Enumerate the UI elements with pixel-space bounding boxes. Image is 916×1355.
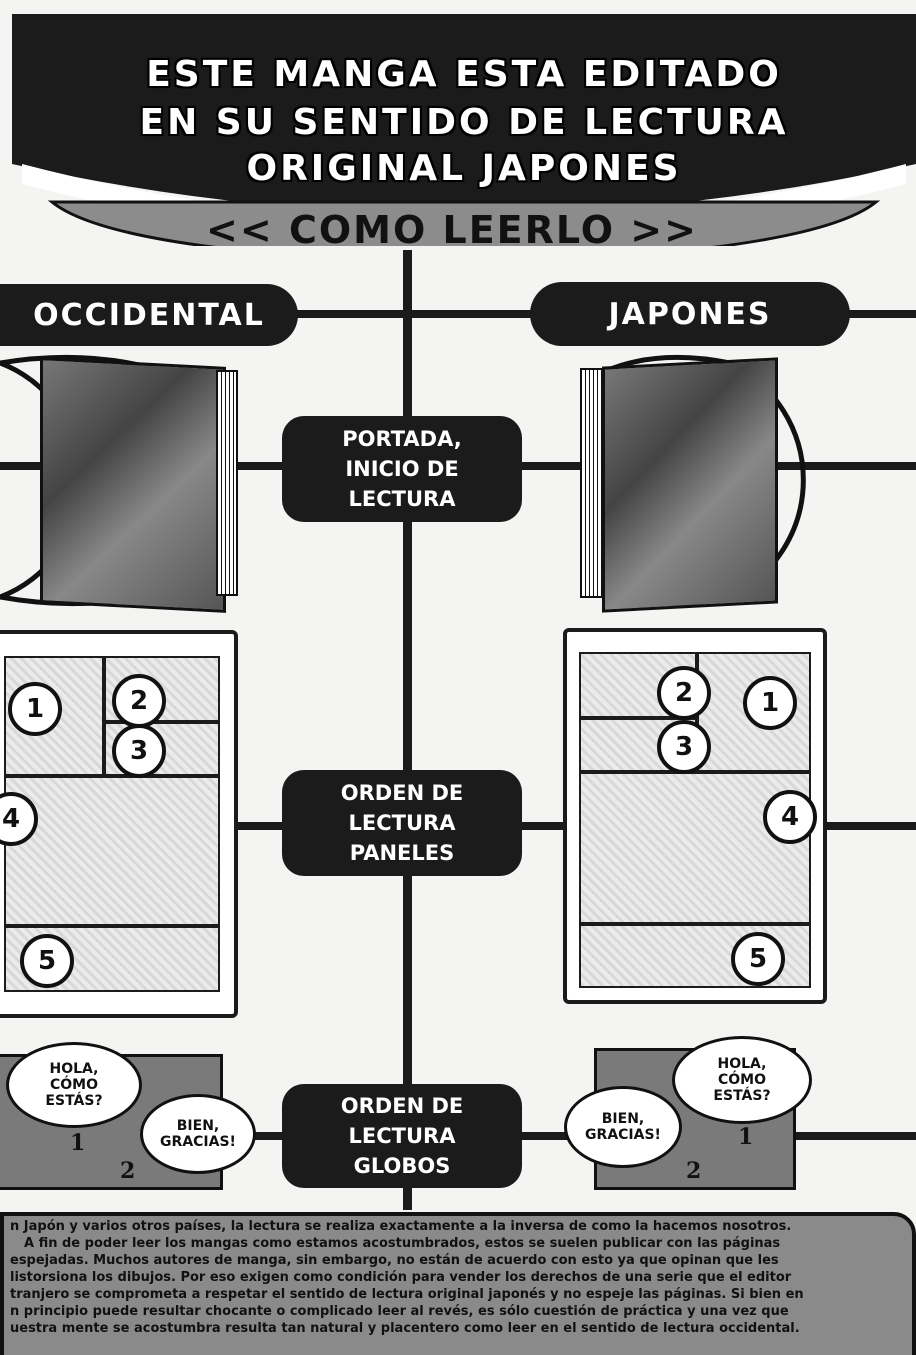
section-cover-label: PORTADA, INICIO DE LECTURA: [282, 416, 522, 522]
right-book-cover-image: [602, 357, 778, 613]
column-header-japones: JAPONES: [530, 282, 850, 346]
right-panel-number-2: 2: [657, 666, 711, 720]
left-panel-4: [4, 776, 220, 926]
right-balloon-second-text: BIEN, GRACIAS!: [585, 1111, 661, 1143]
right-panel-number-4: 4: [763, 790, 817, 844]
right-balloon-order-2: 2: [686, 1158, 702, 1184]
center-vertical-line: [403, 250, 412, 1210]
left-panel-number-5: 5: [20, 934, 74, 988]
footer-box: [0, 1212, 916, 1355]
column-header-line: [0, 310, 916, 318]
right-balloon-first-text: HOLA, CÓMO ESTÁS?: [713, 1056, 771, 1104]
footer-line-6: n principio puede resultar chocante o co…: [10, 1304, 789, 1319]
header-title-line-1: ESTE MANGA ESTA EDITADO: [146, 54, 782, 95]
left-balloon-order-2: 2: [120, 1158, 136, 1184]
section-balloons-text: ORDEN DE LECTURA GLOBOS: [340, 1094, 464, 1178]
section-balloons-label: ORDEN DE LECTURA GLOBOS: [282, 1084, 522, 1188]
left-balloon-first-text: HOLA, CÓMO ESTÁS?: [45, 1061, 103, 1109]
header-title-line-3: ORIGINAL JAPONES: [246, 148, 682, 189]
right-balloon-first: HOLA, CÓMO ESTÁS?: [672, 1036, 812, 1124]
left-panel-number-1: 1: [8, 682, 62, 736]
header-title-line-2: EN SU SENTIDO DE LECTURA: [139, 102, 789, 143]
section-panels-label: ORDEN DE LECTURA PANELES: [282, 770, 522, 876]
footer-line-5: tranjero se comprometa a respetar el sen…: [10, 1287, 804, 1302]
footer-line-7: uestra mente se acostumbra resulta tan n…: [10, 1321, 800, 1336]
left-manga-page: 1 2 3 4 5: [0, 630, 238, 1018]
column-header-occidental: OCCIDENTAL: [0, 284, 298, 346]
left-book-pages: [216, 370, 238, 596]
footer-line-3: espejadas. Muchos autores de manga, sin …: [10, 1253, 779, 1268]
header-subtitle: << COMO LEERLO >>: [206, 208, 698, 252]
right-balloon-second: BIEN, GRACIAS!: [564, 1086, 682, 1168]
right-panel-number-1: 1: [743, 676, 797, 730]
header-banner: [12, 14, 916, 246]
footer-line-4: listorsiona los dibujos. Por eso exigen …: [10, 1270, 792, 1285]
footer-line-1: n Japón y varios otros países, la lectur…: [10, 1219, 792, 1234]
left-balloon-first: HOLA, CÓMO ESTÁS?: [6, 1042, 142, 1128]
right-manga-page: 2 3 1 4 5: [563, 628, 827, 1004]
footer-line-2: A fin de poder leer los mangas como esta…: [24, 1236, 781, 1251]
left-balloon-second-text: BIEN, GRACIAS!: [160, 1118, 236, 1150]
right-panel-number-5: 5: [731, 932, 785, 986]
left-panel-number-3: 3: [112, 724, 166, 778]
left-panel-number-2: 2: [112, 674, 166, 728]
left-balloon-second: BIEN, GRACIAS!: [140, 1094, 256, 1174]
right-panel-number-3: 3: [657, 720, 711, 774]
section-panels-text: ORDEN DE LECTURA PANELES: [340, 781, 464, 865]
right-balloon-order-1: 1: [738, 1124, 754, 1150]
left-book-cover-image: [40, 357, 226, 613]
section-cover-text: PORTADA, INICIO DE LECTURA: [342, 427, 462, 511]
left-balloon-order-1: 1: [70, 1130, 86, 1156]
footer-paragraph: n Japón y varios otros países, la lectur…: [10, 1218, 890, 1337]
